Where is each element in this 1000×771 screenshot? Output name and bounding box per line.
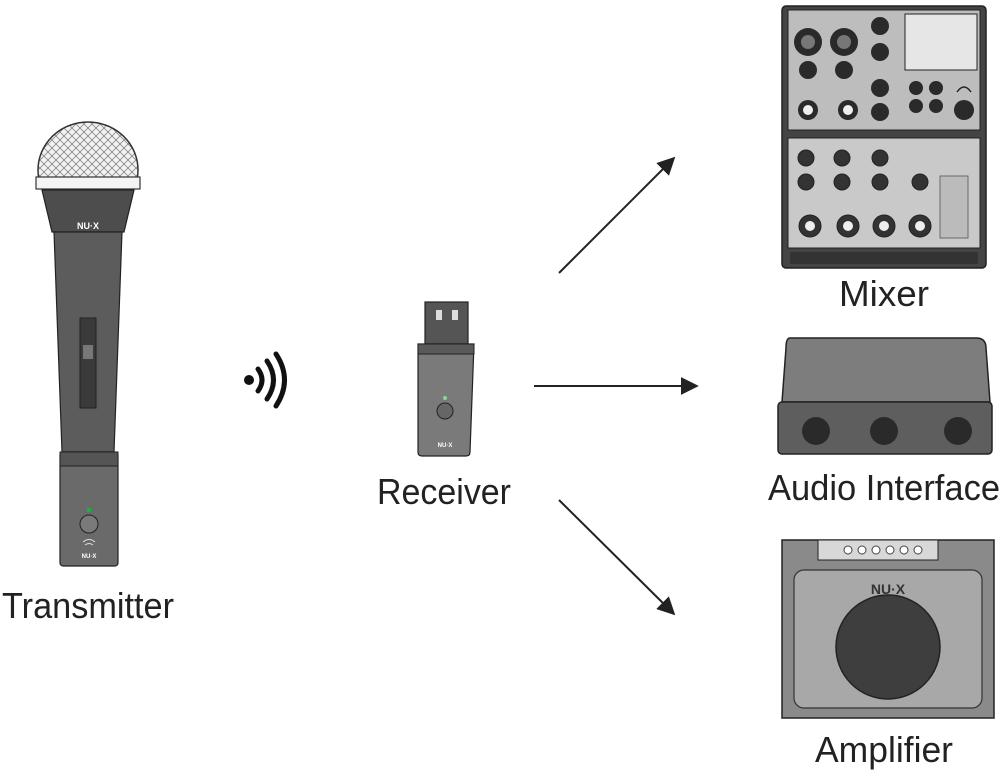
- transmitter-collar: [59, 451, 119, 467]
- microphone-brand-logo: NU·X: [77, 221, 99, 231]
- receiver: NU·X: [417, 301, 475, 457]
- jack-input: [799, 61, 817, 79]
- microphone-grille-band: [35, 176, 141, 190]
- wireless-signal-icon: [244, 351, 287, 409]
- headphone-icon: [956, 86, 972, 93]
- arrow-to-mixer: [558, 156, 676, 274]
- switch-slider: [83, 345, 93, 359]
- transmitter-wifi-icon: [82, 539, 96, 546]
- audio-interface: [777, 337, 993, 455]
- amplifier-speaker: [835, 594, 941, 700]
- receiver-brand-logo: NU·X: [438, 443, 453, 449]
- transmitter-brand-logo: NU·X: [82, 554, 97, 560]
- microphone-power-switch: [79, 317, 97, 409]
- receiver-body: [417, 343, 475, 457]
- receiver-status-led: [443, 396, 447, 400]
- mixer: [781, 5, 987, 269]
- receiver-collar: [417, 343, 475, 355]
- input-jack: [870, 417, 898, 445]
- input-jack: [944, 417, 972, 445]
- mixer-display: [904, 13, 978, 71]
- microphone: NU·X NU·X: [35, 121, 141, 567]
- transmitter-label: Transmitter: [2, 585, 174, 626]
- headphone-output: [954, 100, 974, 120]
- amplifier-brand-logo: NU·X: [871, 581, 906, 597]
- input-jack: [802, 417, 830, 445]
- microphone-head-ring: [41, 189, 135, 233]
- audio-interface-top: [781, 337, 991, 403]
- amplifier: NU·X: [781, 539, 995, 719]
- amplifier-label: Amplifier: [815, 729, 953, 770]
- jack-input: [835, 61, 853, 79]
- transmitter-pair-button: [79, 514, 99, 534]
- connector-pin: [436, 310, 442, 320]
- receiver-pair-button: [436, 402, 454, 420]
- mixer-knobs: [797, 149, 932, 238]
- receiver-connector: [424, 301, 469, 345]
- mixer-meter: [939, 175, 969, 239]
- amplifier-control-knobs: [843, 545, 923, 555]
- receiver-label: Receiver: [377, 471, 511, 512]
- arrow-to-amplifier: [558, 499, 676, 616]
- audio-interface-label: Audio Interface: [768, 467, 1000, 508]
- connector-pin: [452, 310, 458, 320]
- transmitter-status-led: [86, 507, 92, 513]
- mixer-label: Mixer: [839, 273, 929, 314]
